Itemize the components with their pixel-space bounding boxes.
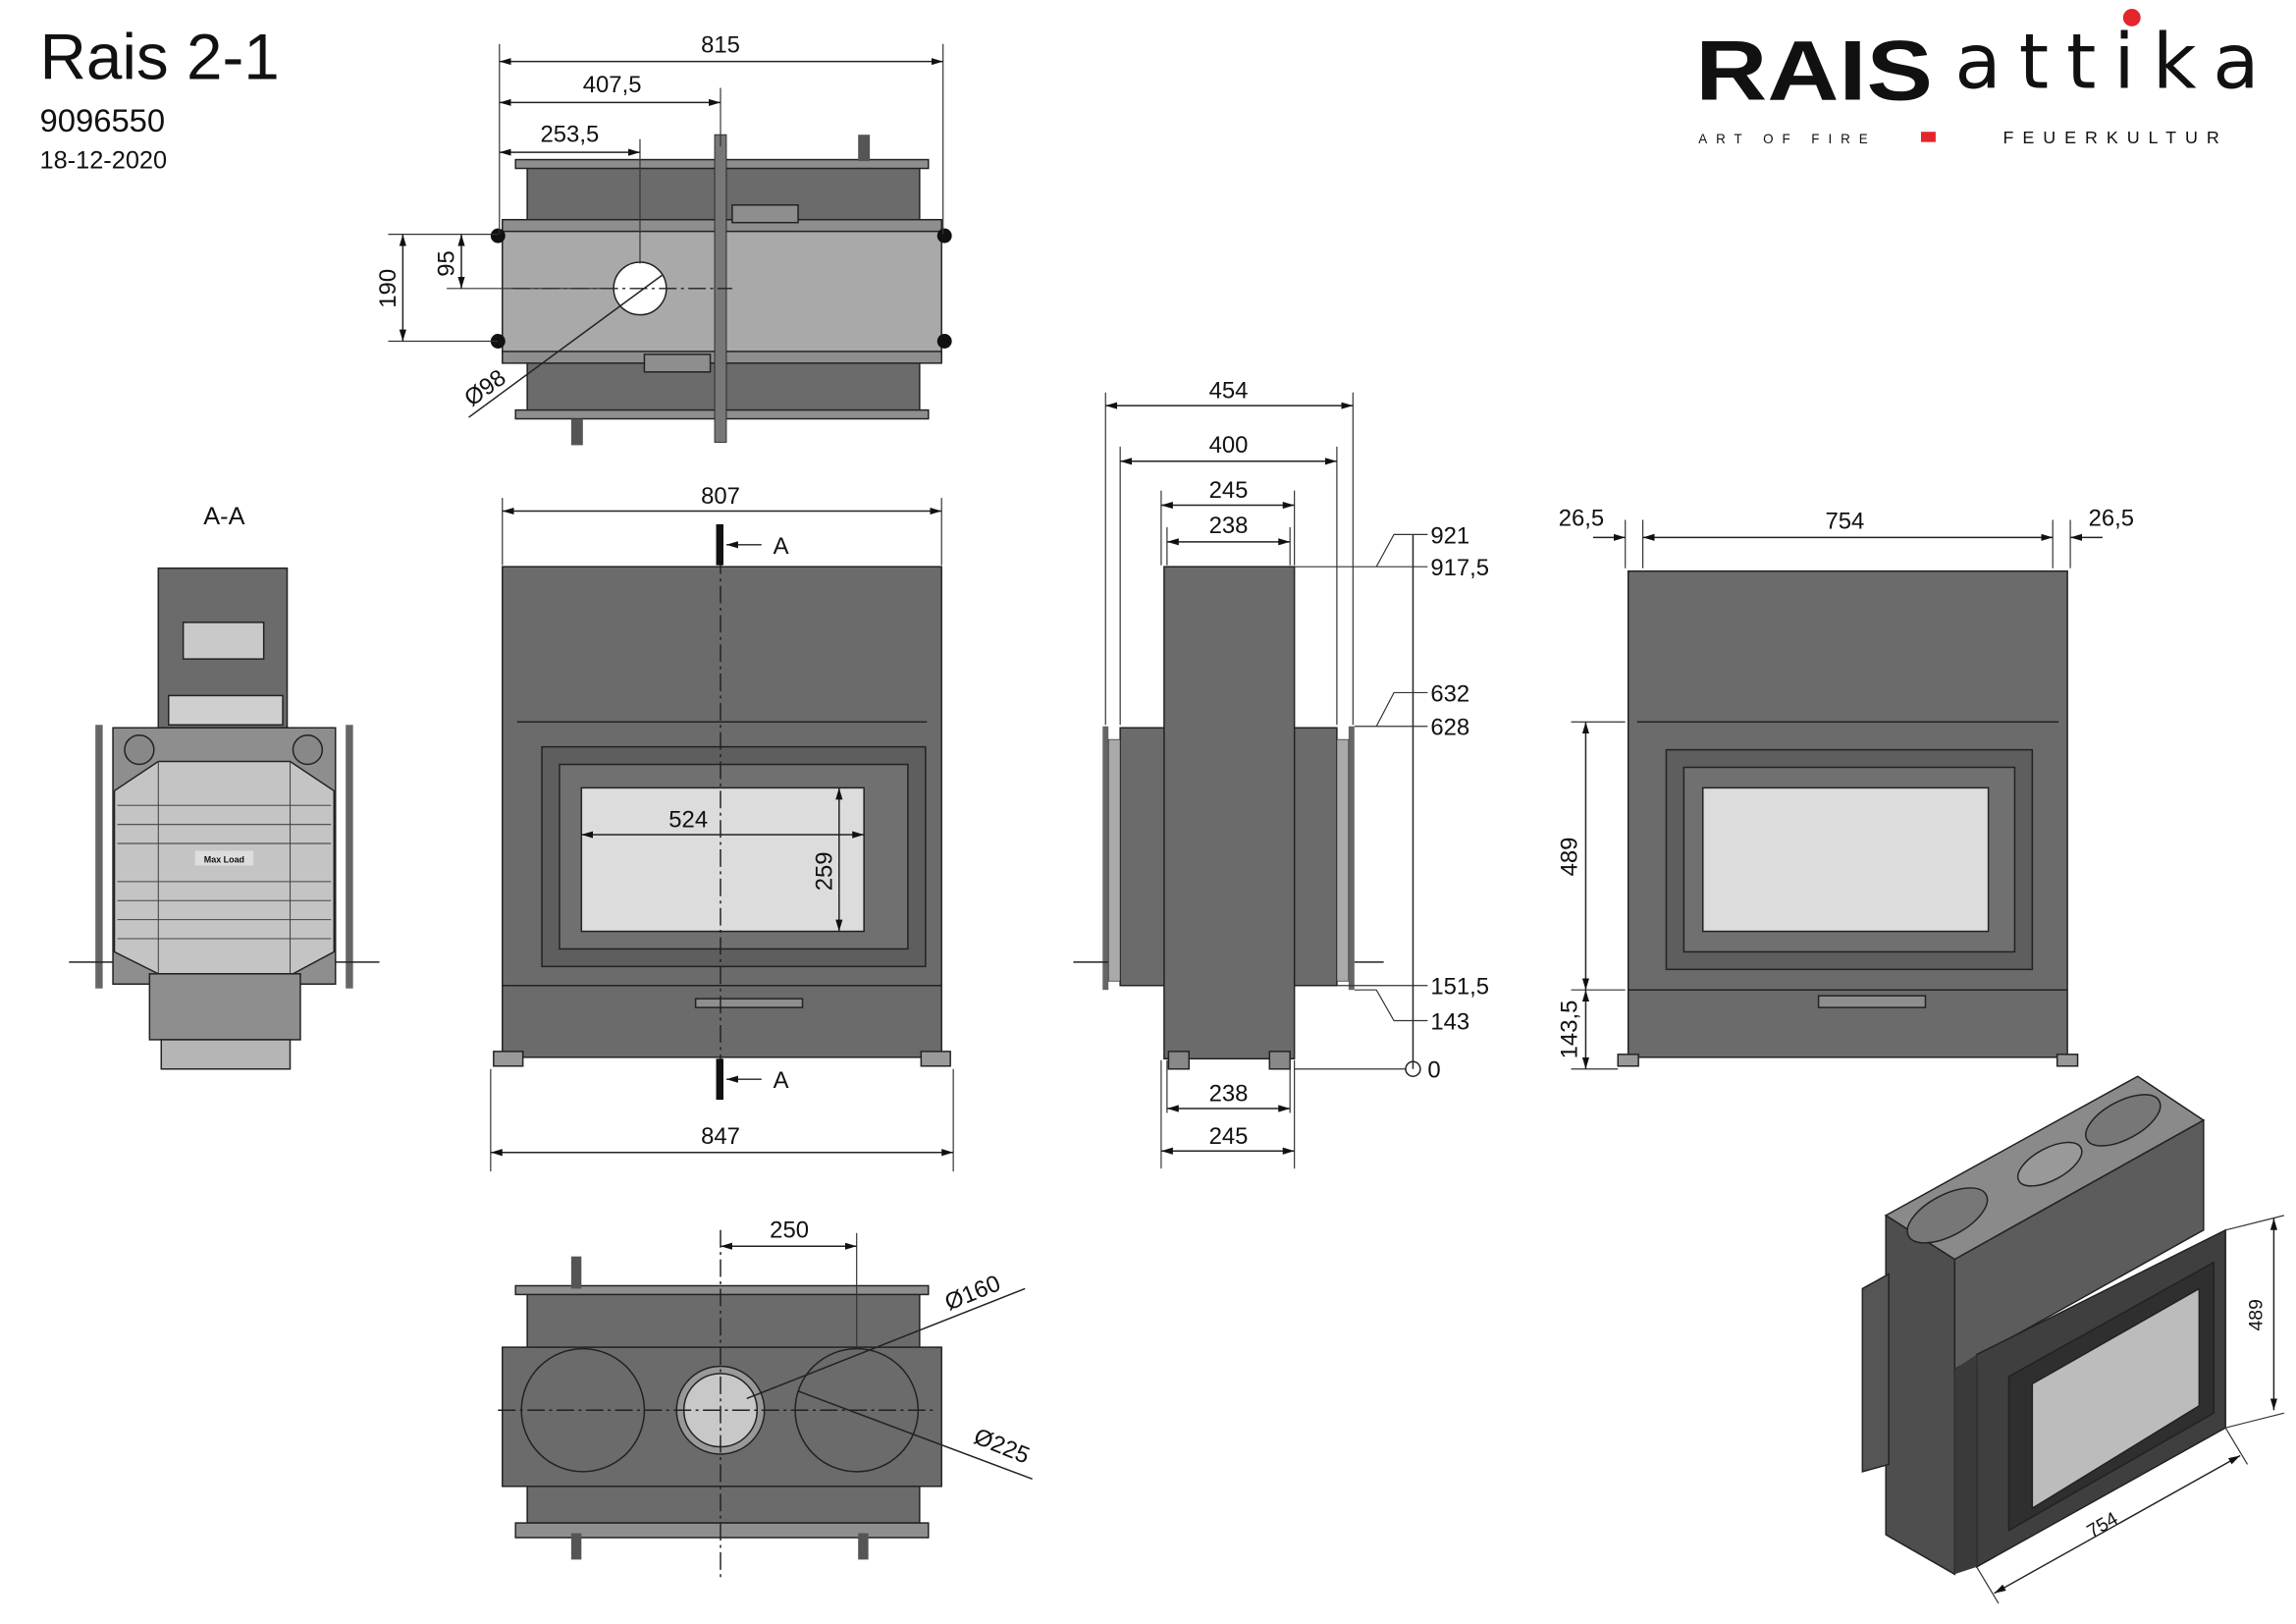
rais-logo: RAIS (1695, 24, 1933, 118)
model-title: Rais 2-1 (39, 22, 279, 93)
top-view: 815 407,5 253,5 190 95 Ø98 (375, 32, 952, 446)
max-load-label: Max Load (204, 854, 244, 864)
dim-524: 524 (668, 807, 708, 834)
front-glass (580, 786, 865, 933)
bottom-view: 250 Ø160 Ø225 (498, 1217, 1034, 1582)
dim-407-5: 407,5 (583, 72, 642, 98)
dim-847: 847 (701, 1123, 740, 1150)
iso-dim-489: 489 (2245, 1299, 2267, 1330)
attika-dot-icon (2122, 8, 2141, 27)
iso-dim-754: 754 (2083, 1508, 2121, 1543)
side-view: 454 400 245 238 921 917,5 632 628 151,5 … (1073, 378, 1489, 1169)
dim-253-5: 253,5 (541, 122, 600, 148)
section-marker-top: A (774, 533, 789, 560)
front-view: A A 807 847 524 259 (490, 483, 954, 1172)
section-marker-bottom: A (774, 1067, 789, 1094)
rais-tagline: ART OF FIRE (1698, 132, 1876, 146)
dim-632: 632 (1430, 680, 1469, 707)
dim-807: 807 (701, 483, 740, 510)
section-label: A-A (203, 503, 244, 530)
dim-815: 815 (701, 32, 740, 59)
isometric-view: 489 754 (1861, 1075, 2284, 1604)
dim-diameter-225: Ø225 (970, 1424, 1033, 1470)
dim-917-5: 917,5 (1430, 555, 1489, 581)
dim-628: 628 (1430, 715, 1469, 741)
rear-view: 26,5 754 26,5 489 143,5 (1556, 505, 2134, 1070)
section-a-a: A-A Max Load (69, 503, 380, 1070)
dim-245-bottom: 245 (1209, 1123, 1249, 1150)
dim-95: 95 (434, 250, 460, 277)
brand-logo: RAIS ART OF FIRE attika FEUERKULTUR (1695, 8, 2276, 147)
dim-26-5-right: 26,5 (2089, 505, 2134, 531)
article-number: 9096550 (39, 102, 165, 138)
dim-151-5: 151,5 (1430, 974, 1489, 1001)
dim-238-bottom: 238 (1209, 1081, 1249, 1108)
dim-143: 143 (1430, 1008, 1469, 1035)
dim-238-top: 238 (1209, 513, 1249, 539)
dim-400: 400 (1209, 432, 1249, 459)
dim-26-5-left: 26,5 (1559, 505, 1604, 531)
dim-921: 921 (1430, 522, 1469, 549)
dim-0: 0 (1427, 1057, 1440, 1084)
dim-454: 454 (1209, 378, 1249, 405)
dim-259: 259 (811, 851, 837, 891)
dim-190: 190 (375, 269, 401, 308)
title-block: Rais 2-1 9096550 18-12-2020 (39, 22, 279, 175)
dim-489: 489 (1556, 838, 1582, 877)
dim-754: 754 (1826, 508, 1865, 534)
attika-logo: attika (1954, 18, 2276, 106)
attika-tagline: FEUERKULTUR (2002, 128, 2227, 147)
dim-143-5: 143,5 (1556, 1001, 1582, 1059)
drawing-date: 18-12-2020 (39, 147, 167, 175)
dim-250: 250 (770, 1217, 809, 1243)
danish-flag-icon (1920, 132, 1936, 142)
dim-245-top: 245 (1209, 477, 1249, 504)
